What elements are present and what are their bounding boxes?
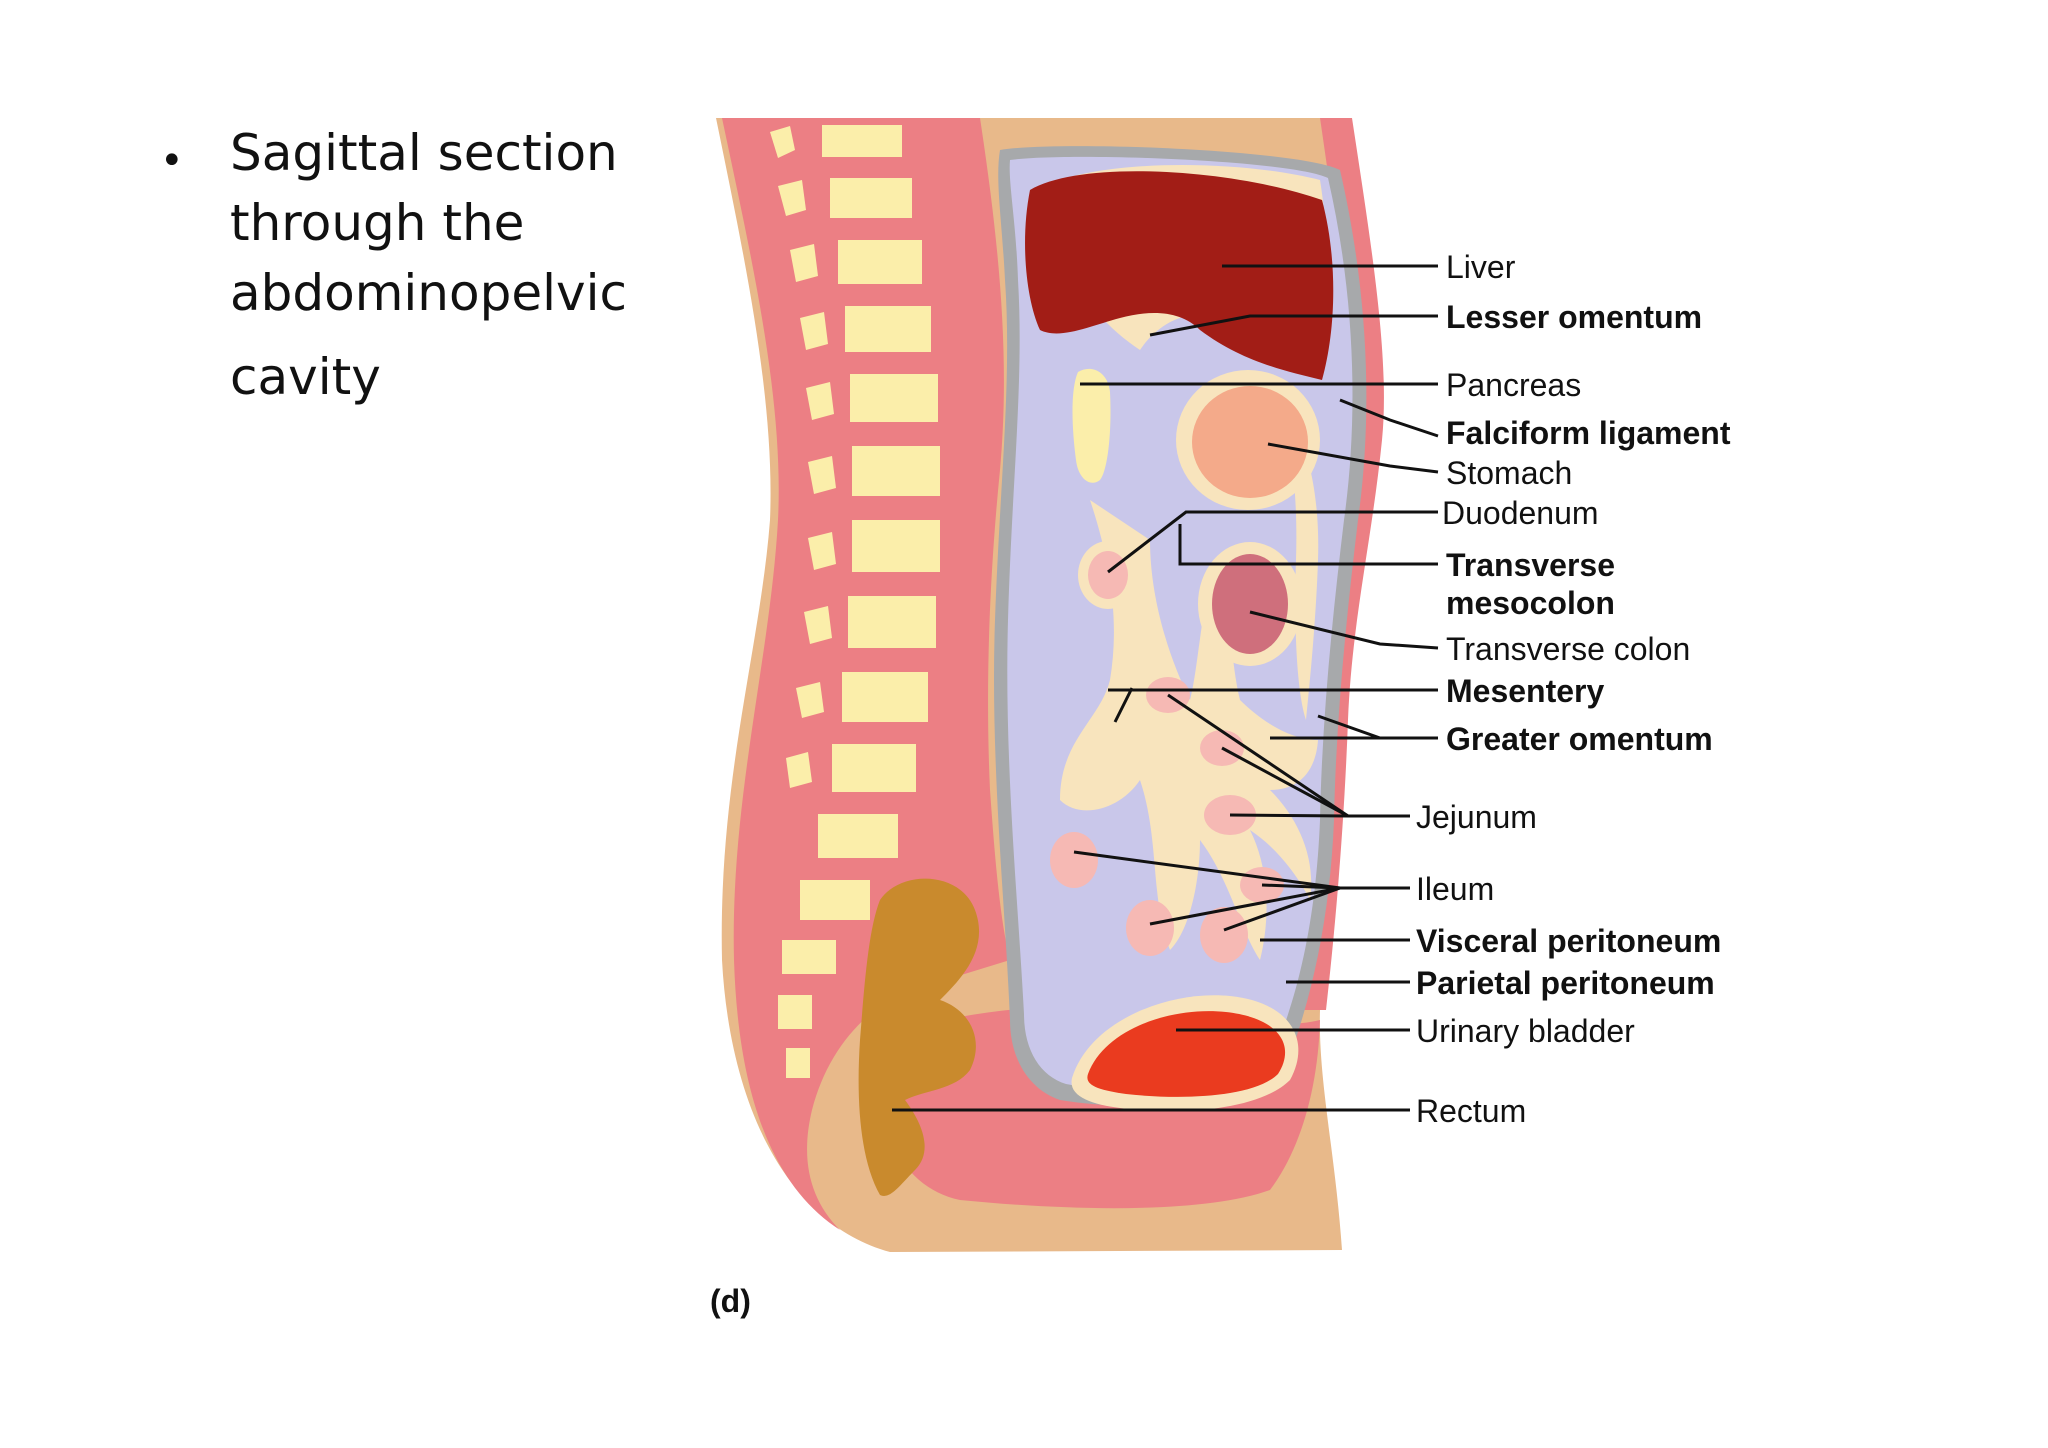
- liver: [1025, 171, 1334, 380]
- greater-omentum-fat: [1280, 400, 1319, 720]
- label-greater-omentum: Greater omentum: [1446, 721, 1713, 757]
- vertebra: [782, 940, 836, 974]
- label-duodenum: Duodenum: [1442, 495, 1599, 531]
- bullet-line: cavity: [230, 348, 381, 406]
- vertebra: [786, 1048, 810, 1078]
- label-urinary-bladder: Urinary bladder: [1416, 1013, 1635, 1049]
- bullet-icon: •: [160, 138, 184, 184]
- panel-label: (d): [710, 1283, 751, 1319]
- leader-jejunum-2: [1221, 746, 1349, 818]
- label-transverse-mesocolon-1: Transverse: [1446, 547, 1615, 583]
- spinous-process: [808, 456, 836, 494]
- leader-ileum-3: [1223, 886, 1341, 932]
- transverse-colon: [1212, 554, 1288, 654]
- label-ileum: Ileum: [1416, 871, 1494, 907]
- label-mesentery: Mesentery: [1446, 673, 1605, 709]
- bullet-text: Sagittal section through the abdominopel…: [230, 118, 627, 412]
- leader-transverse-colon: [1249, 610, 1439, 650]
- vertebra: [832, 744, 916, 792]
- spinous-process: [790, 244, 818, 282]
- vertebra: [838, 240, 922, 284]
- vertebra: [800, 880, 870, 920]
- leader-mesentery-2: [1113, 687, 1134, 723]
- spinous-process: [786, 752, 812, 788]
- vertebra: [852, 446, 940, 496]
- vertebra: [818, 814, 898, 858]
- label-jejunum: Jejunum: [1416, 799, 1537, 835]
- vertebra: [822, 125, 902, 157]
- label-falciform-ligament: Falciform ligament: [1446, 415, 1731, 451]
- figure-labels: Liver Lesser omentum Pancreas Falciform …: [710, 249, 1731, 1319]
- label-parietal-peritoneum: Parietal peritoneum: [1416, 965, 1715, 1001]
- bullet-line: Sagittal section: [230, 124, 618, 182]
- spinous-process: [808, 532, 836, 570]
- ileum-loop: [1126, 900, 1174, 956]
- rectum: [858, 878, 980, 1196]
- leader-jejunum-3: [1229, 813, 1349, 818]
- label-visceral-peritoneum: Visceral peritoneum: [1416, 923, 1721, 959]
- spinous-process: [770, 126, 795, 158]
- vertebral-column: [770, 125, 940, 1078]
- stomach: [1192, 386, 1308, 498]
- spinous-process: [804, 606, 832, 644]
- label-transverse-mesocolon-2: mesocolon: [1446, 585, 1615, 621]
- vertebra: [852, 520, 940, 572]
- leader-ileum-4: [1261, 883, 1341, 890]
- leader-falciform: [1339, 398, 1439, 438]
- spinous-process: [778, 180, 806, 216]
- bullet-line: abdominopelvic: [230, 264, 627, 322]
- bullet-line: through the: [230, 194, 525, 252]
- vertebra: [848, 596, 936, 648]
- ileum-loop: [1050, 832, 1098, 888]
- leader-ileum-2: [1149, 886, 1341, 926]
- leader-transverse-mesocolon: [1178, 524, 1438, 566]
- leader-lesser-omentum: [1149, 314, 1438, 337]
- pancreas: [1072, 368, 1111, 483]
- leader-lines: [892, 264, 1439, 1112]
- mesentery-fat: [1060, 500, 1318, 960]
- spinous-process: [800, 312, 828, 350]
- vertebra: [778, 995, 812, 1029]
- spinous-process: [806, 382, 834, 420]
- spinous-process: [796, 682, 824, 718]
- label-liver: Liver: [1446, 249, 1516, 285]
- label-pancreas: Pancreas: [1446, 367, 1581, 403]
- ileum-loop: [1200, 907, 1248, 963]
- vertebra: [845, 306, 931, 352]
- label-lesser-omentum: Lesser omentum: [1446, 299, 1702, 335]
- vertebra: [850, 374, 938, 422]
- leader-stomach: [1267, 442, 1439, 474]
- label-transverse-colon: Transverse colon: [1446, 631, 1690, 667]
- leader-duodenum: [1107, 510, 1438, 574]
- duodenum: [1088, 551, 1128, 599]
- vertebra: [830, 178, 912, 218]
- vertebra: [842, 672, 928, 722]
- label-rectum: Rectum: [1416, 1093, 1526, 1129]
- label-stomach: Stomach: [1446, 455, 1572, 491]
- urinary-bladder: [1087, 1011, 1286, 1097]
